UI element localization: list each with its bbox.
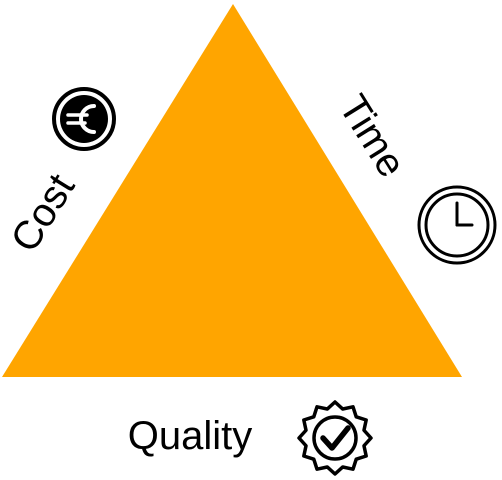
quality-seal-check-icon bbox=[297, 400, 373, 476]
cost-label: Cost bbox=[3, 167, 84, 260]
euro-coin-icon bbox=[52, 87, 116, 151]
quality-label: Quality bbox=[128, 414, 253, 458]
time-label: Time bbox=[330, 87, 414, 184]
clock-icon bbox=[417, 185, 497, 265]
triangle-shape bbox=[2, 4, 462, 377]
